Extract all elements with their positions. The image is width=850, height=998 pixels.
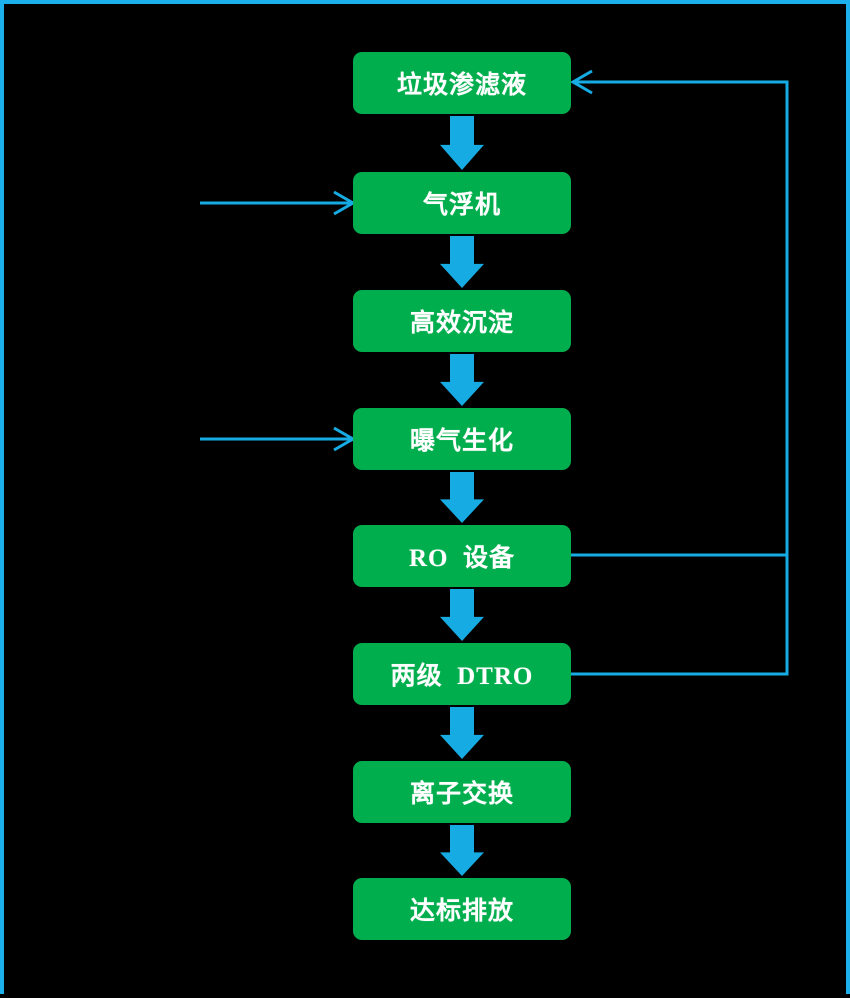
flow-arrow-sediment-to-aeration xyxy=(440,354,484,406)
flow-arrow-aeration-to-ro xyxy=(440,472,484,523)
node-ionexchange[interactable]: 离子交换 xyxy=(353,761,571,823)
flow-arrow-ro-to-dtro xyxy=(440,589,484,641)
node-flotation[interactable]: 气浮机 xyxy=(353,172,571,234)
dtro-recycle-connector xyxy=(571,82,789,676)
flow-arrow-dtro-to-ionexchange xyxy=(440,707,484,759)
node-aeration[interactable]: 曝气生化 xyxy=(353,408,571,470)
recycle-connector-layer xyxy=(570,69,789,676)
diagram-stage: 垃圾渗滤液 气浮机 高效沉淀 曝气生化 RO 设备 两级 DTRO 离子交换 达… xyxy=(4,4,846,994)
flow-arrow-leachate-to-flotation xyxy=(440,116,484,170)
input-arrow-aeration-icon xyxy=(200,426,356,452)
node-leachate[interactable]: 垃圾渗滤液 xyxy=(353,52,571,114)
node-dtro[interactable]: 两级 DTRO xyxy=(353,643,571,705)
input-arrow-flotation-icon xyxy=(200,190,356,216)
input-arrow-layer xyxy=(200,190,356,452)
node-discharge[interactable]: 达标排放 xyxy=(353,878,571,940)
flow-arrow-flotation-to-sediment xyxy=(440,236,484,288)
node-sediment[interactable]: 高效沉淀 xyxy=(353,290,571,352)
flow-arrow-ionexchange-to-discharge xyxy=(440,825,484,876)
recycle-arrowhead-icon xyxy=(570,69,593,95)
node-ro[interactable]: RO 设备 xyxy=(353,525,571,587)
